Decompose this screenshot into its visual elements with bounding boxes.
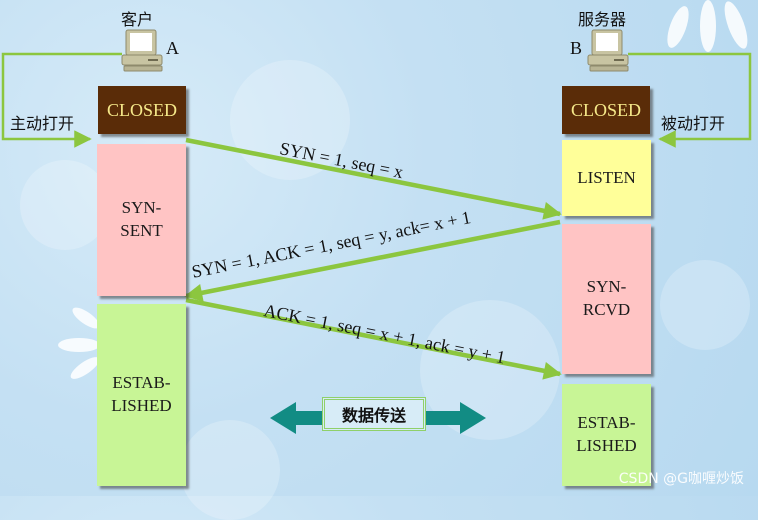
server-open-label: 被动打开 xyxy=(661,114,726,133)
server-title: 服务器 xyxy=(578,10,627,29)
flower-petal xyxy=(58,338,100,352)
watermark: CSDN @G咖喱炒饭 xyxy=(618,471,744,487)
server-state-established: ESTAB- LISHED xyxy=(562,384,651,486)
client-state-established: ESTAB- LISHED xyxy=(97,304,186,486)
server-state-closed: CLOSED xyxy=(562,86,650,134)
flower-petal xyxy=(700,0,716,52)
client-open-loop-line xyxy=(1,52,122,148)
client-open-label: 主动打开 xyxy=(10,114,75,133)
data-transfer-arrow xyxy=(270,402,486,434)
client-letter: A xyxy=(166,38,179,58)
data-transfer-label: 数据传送 xyxy=(322,397,426,431)
background-bubble xyxy=(20,160,110,250)
client-state-syn-sent: SYN- SENT xyxy=(97,144,186,296)
client-computer-icon xyxy=(121,29,163,72)
server-state-listen: LISTEN xyxy=(562,140,651,216)
arrows-layer xyxy=(1,29,752,434)
server-open-loop-line xyxy=(628,52,752,148)
client-state-syn-sent-label: SYN- SENT xyxy=(120,198,163,240)
ack-arrow xyxy=(185,297,562,380)
client-state-closed: CLOSED xyxy=(98,86,186,134)
server-state-syn-rcvd: SYN- RCVD xyxy=(562,224,651,374)
server-state-syn-rcvd-label: SYN- RCVD xyxy=(582,277,631,319)
server-computer-icon xyxy=(587,29,629,72)
client-title: 客户 xyxy=(121,10,154,29)
client-state-established-label: ESTAB- LISHED xyxy=(111,373,172,415)
server-state-established-label: ESTAB- LISHED xyxy=(576,413,637,455)
background-bubble xyxy=(660,260,750,350)
syn-arrow xyxy=(185,137,562,220)
server-letter: B xyxy=(570,38,583,58)
syn-ack-arrow xyxy=(184,219,561,302)
